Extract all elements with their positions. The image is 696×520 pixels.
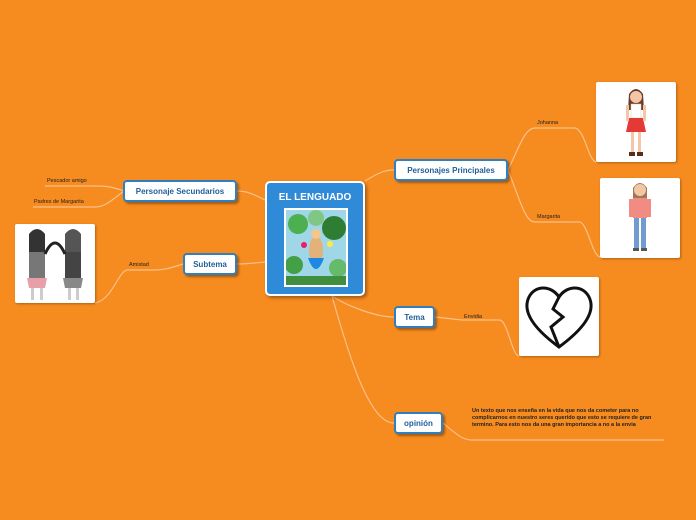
leaf-amistad[interactable]: Amistad [129, 262, 149, 268]
central-title: EL LENGUADO [267, 192, 363, 203]
opinion-node[interactable]: opinión [394, 412, 443, 434]
johanna-image [596, 82, 676, 162]
friends-sketch-image [15, 224, 95, 303]
book-cover-image [284, 208, 348, 287]
personaje-secundarios-node[interactable]: Personaje Secundarios [123, 180, 237, 202]
leaf-johanna[interactable]: Johanna [537, 120, 558, 126]
opinion-label: opinión [404, 419, 433, 428]
subtema-node[interactable]: Subtema [183, 253, 237, 275]
personajes-principales-label: Personajes Principales [407, 166, 495, 175]
leaf-pescador-amigo[interactable]: Pescador amigo [47, 178, 87, 184]
subtema-label: Subtema [193, 260, 227, 269]
leaf-envidia[interactable]: Envidia [464, 314, 482, 320]
opinion-text[interactable]: Un texto que nos enseña en la vida que n… [472, 408, 664, 429]
broken-heart-icon [519, 277, 599, 356]
leaf-padres-de-margarita[interactable]: Padres de Margarita [34, 199, 84, 205]
personaje-secundarios-label: Personaje Secundarios [136, 187, 224, 196]
leaf-margarita[interactable]: Margarita [537, 214, 560, 220]
tema-label: Tema [404, 313, 424, 322]
margarita-image [600, 178, 680, 258]
tema-node[interactable]: Tema [394, 306, 435, 328]
personajes-principales-node[interactable]: Personajes Principales [394, 159, 508, 181]
central-topic[interactable]: EL LENGUADO [265, 181, 365, 296]
